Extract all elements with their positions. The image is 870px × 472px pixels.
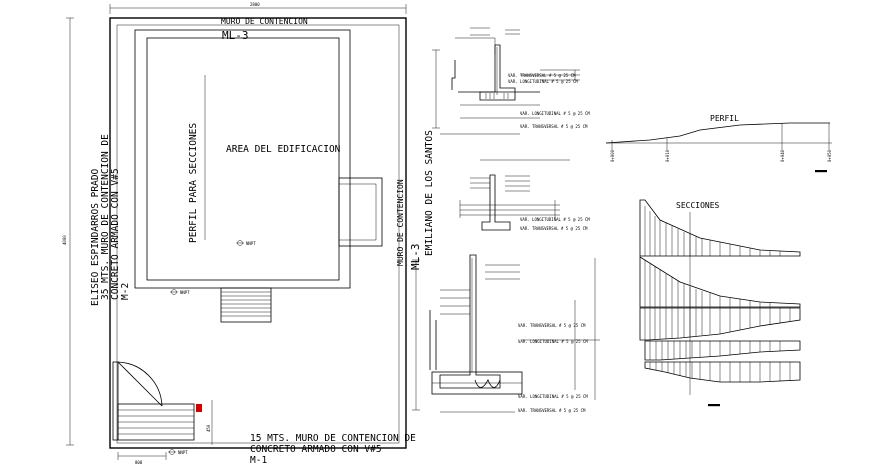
svg-text:NNPT: NNPT: [178, 450, 188, 455]
front-stairs: [220, 287, 272, 323]
dim-gate: 450: [206, 424, 211, 432]
building-outline: [134, 29, 351, 289]
wall-detail-3: VAR. TRANSVERSAL # 5 @ 25 CM VAR. LONGIT…: [412, 254, 600, 413]
wall-detail-2: VAR. LONGITUDINAL # 5 @ 25 CM VAR. TRANS…: [459, 159, 590, 231]
profile-line: [605, 122, 830, 144]
wall-left-label-1: 35 MTS. MURO DE CONTENCION DE: [100, 134, 111, 300]
marker-red: [196, 404, 202, 412]
neighbor-left-label: ELISEO ESPINDARROS PRADO: [90, 168, 101, 306]
gate: 450: [112, 361, 213, 445]
svg-text:NNPT: NNPT: [180, 290, 190, 295]
svg-text:0+040: 0+040: [780, 149, 785, 162]
svg-text:0+050: 0+050: [827, 149, 832, 162]
wall-bottom-label-1: 15 MTS. MURO DE CONTENCION DE: [250, 433, 416, 444]
ml3-top-label: ML-3: [222, 29, 249, 42]
svg-text:VAR. TRANSVERSAL # 5 @ 25 CM: VAR. TRANSVERSAL # 5 @ 25 CM: [518, 323, 586, 328]
property-boundary: [109, 17, 407, 449]
svg-text:VAR. TRANSVERSAL # 5 @ 25 CM: VAR. TRANSVERSAL # 5 @ 25 CM: [520, 226, 588, 231]
neighbor-right-label: EMILIANO DE LOS SANTOS: [424, 130, 435, 256]
wall-left-label-2: CONCRETO ARMADO CON V#5: [110, 168, 121, 300]
ml3-right-label: ML-3: [409, 244, 422, 271]
npt-marker-2: NNPT: [170, 289, 190, 295]
wall-right-label: MURO DE CONTENCION: [396, 179, 405, 266]
dim-top: 2800: [250, 2, 260, 7]
svg-text:VAR. LONGITUDINAL # 5 @ 25 CM: VAR. LONGITUDINAL # 5 @ 25 CM: [508, 79, 578, 84]
sections-title: SECCIONES: [676, 201, 720, 210]
area-edificacion-label: AREA DEL EDIFICACION: [226, 144, 341, 155]
npt-marker-1: NNPT: [236, 240, 256, 246]
svg-text:NNPT: NNPT: [246, 241, 256, 246]
svg-text:VAR. LONGITUDINAL # 5 @ 25 CM: VAR. LONGITUDINAL # 5 @ 25 CM: [520, 217, 590, 222]
profile: PERFIL 0+000 0+010 0+040 0+050: [605, 114, 832, 173]
wall-bottom-label-3: M-1: [250, 455, 267, 466]
svg-text:VAR. TRANSVERSAL # 5 @ 25 CM: VAR. TRANSVERSAL # 5 @ 25 CM: [520, 124, 588, 129]
svg-text:VAR. TRANSVERSAL # 5 @ 25 CM: VAR. TRANSVERSAL # 5 @ 25 CM: [518, 408, 586, 413]
perfil-secciones-label: PERFIL PARA SECCIONES: [188, 123, 199, 243]
site-plan: 2800 4000: [62, 2, 435, 466]
dim-left: 4000: [62, 235, 67, 245]
wall-left-label-3: M-2: [120, 283, 131, 300]
svg-text:VAR. TRANSVERSAL # 5 @ 25 CM: VAR. TRANSVERSAL # 5 @ 25 CM: [508, 73, 576, 78]
svg-text:VAR. LONGITUDINAL # 5 @ 25 CM: VAR. LONGITUDINAL # 5 @ 25 CM: [518, 339, 588, 344]
svg-text:0+000: 0+000: [610, 149, 615, 162]
npt-marker-3: NNPT: [168, 449, 188, 455]
wall-top-label: MURO DE CONTENCION: [221, 17, 308, 26]
wall-detail-1: VAR. TRANSVERSAL # 5 @ 25 CM VAR. LONGIT…: [432, 27, 590, 135]
svg-text:0+010: 0+010: [665, 149, 670, 162]
profile-title: PERFIL: [710, 114, 739, 123]
dim-bottom: 800: [135, 460, 143, 465]
annex: [338, 177, 383, 247]
sections: SECCIONES: [639, 199, 801, 407]
svg-text:VAR. LONGITUDINAL # 5 @ 25 CM: VAR. LONGITUDINAL # 5 @ 25 CM: [518, 394, 588, 399]
wall-bottom-label-2: CONCRETO ARMADO CON V#5: [250, 444, 382, 455]
svg-text:VAR. LONGITUDINAL # 5 @ 25 CM: VAR. LONGITUDINAL # 5 @ 25 CM: [520, 111, 590, 116]
